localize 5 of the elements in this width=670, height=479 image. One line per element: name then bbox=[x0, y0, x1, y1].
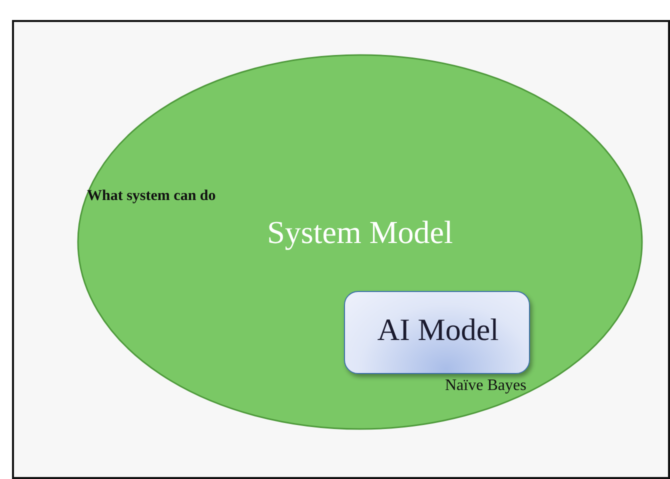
node-title: System Model bbox=[266, 214, 454, 251]
ellipse-shape bbox=[77, 54, 643, 430]
node-title: AI Model bbox=[376, 312, 500, 348]
caption-text: Naïve Bayes bbox=[445, 377, 526, 395]
annotation-text: What system can do bbox=[87, 188, 216, 205]
